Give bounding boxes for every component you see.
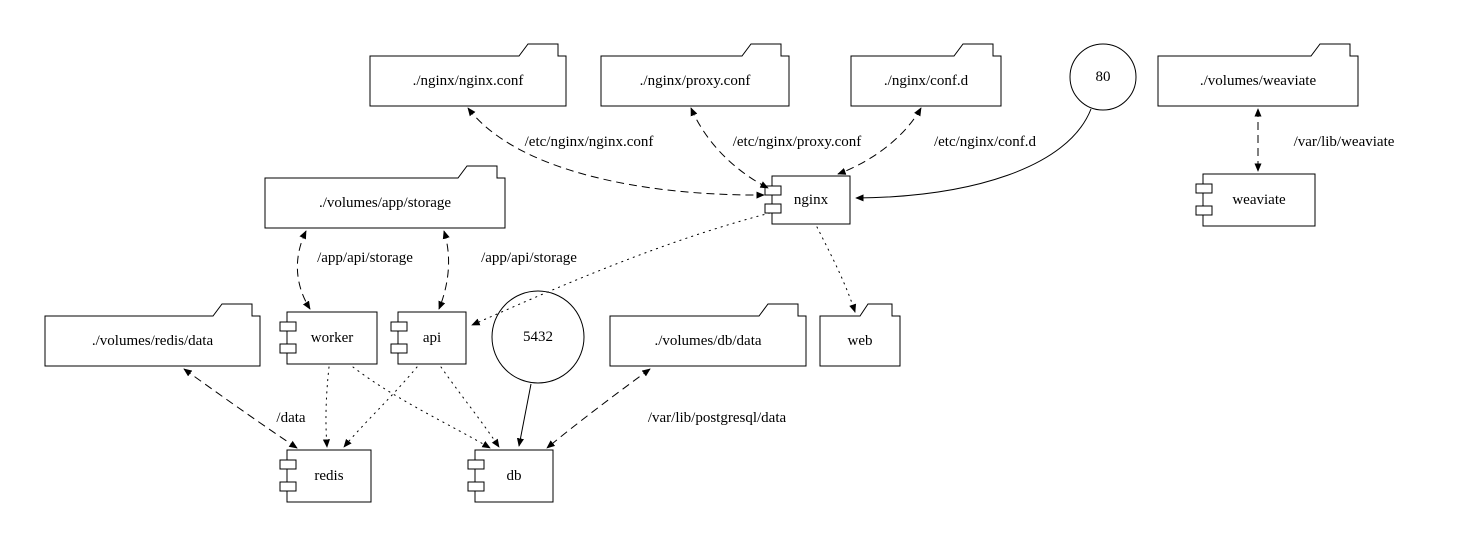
edge-worker-app-storage: [296, 230, 311, 310]
edge-nginx-web: [816, 226, 857, 313]
component-shape-nginx: [764, 175, 851, 225]
edge-nginx-conf-d: [837, 107, 922, 175]
edge-nginx-nginx-conf: [467, 107, 765, 199]
edge-worker-redis: [322, 366, 330, 448]
folder-shape-volumes-db-data: [609, 303, 807, 367]
component-shape-api: [390, 311, 467, 365]
edge-api-app-storage: [438, 230, 450, 310]
circle-shape-port-80: [1069, 43, 1137, 111]
folder-shape-conf-d: [850, 43, 1002, 107]
edge-nginx-api: [471, 212, 771, 326]
edge-port-80-nginx: [855, 108, 1092, 202]
component-shape-redis: [279, 449, 372, 503]
folder-shape-volumes-app-storage: [264, 165, 506, 229]
edge-db-db-data: [546, 368, 651, 449]
folder-shape-web: [819, 303, 901, 367]
edge-port-5432-db: [516, 383, 532, 447]
circle-shape-port-5432: [491, 290, 585, 384]
component-shape-worker: [279, 311, 378, 365]
edge-nginx-proxy-conf: [690, 107, 769, 189]
component-shape-weaviate: [1195, 173, 1316, 227]
folder-shape-proxy-conf: [600, 43, 790, 107]
component-shape-db: [467, 449, 554, 503]
edge-api-redis: [343, 366, 418, 448]
folder-shape-volumes-weaviate: [1157, 43, 1359, 107]
edge-worker-db: [352, 366, 491, 449]
folder-shape-volumes-redis-data: [44, 303, 261, 367]
edge-api-db: [440, 366, 500, 448]
edge-redis-redis-data: [183, 368, 298, 449]
folder-shape-nginx-conf: [369, 43, 567, 107]
